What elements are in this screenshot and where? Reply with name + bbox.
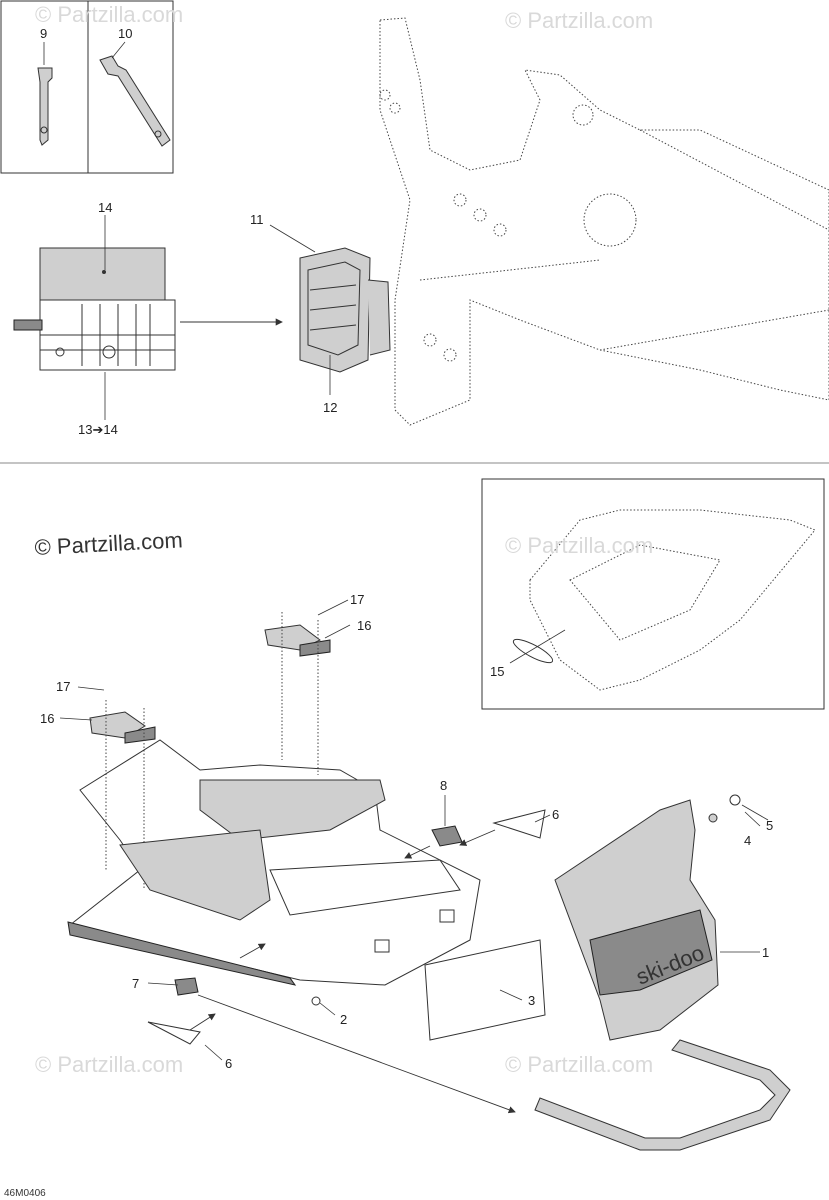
- watermark-4: © Partzilla.com: [34, 527, 183, 560]
- chassis-bottom: [67, 739, 481, 986]
- callout-15: 15: [490, 664, 504, 679]
- wrench-tool-9: [37, 67, 53, 146]
- arrow-6: [459, 829, 496, 846]
- rivet-2: [311, 996, 321, 1006]
- watermark-2: © Partzilla.com: [505, 8, 653, 33]
- rivet-4: [708, 813, 718, 823]
- arrow-frame: [239, 943, 266, 959]
- tool-holder-11: [299, 247, 391, 373]
- assembly-guides: [105, 612, 319, 890]
- spanner-tool-10: [99, 55, 171, 147]
- hood-inset-box: [481, 478, 825, 710]
- callout-8: 8: [440, 778, 447, 793]
- tool-kit-14: [13, 247, 176, 371]
- callout-16-upper: 16: [357, 618, 371, 633]
- leader-lines: [43, 41, 769, 1061]
- arrow-to-bumper: [197, 994, 516, 1114]
- plate-3: [424, 939, 546, 1041]
- callout-17-upper: 17: [350, 592, 364, 607]
- callout-6-upper: 6: [552, 807, 559, 822]
- diagram-code: 46M0406: [4, 1188, 46, 1199]
- callout-14: 14: [98, 200, 112, 215]
- callout-17-lower: 17: [56, 679, 70, 694]
- chassis-frame-top: [379, 17, 829, 426]
- tool-inset-box: [0, 0, 174, 174]
- arrow-6-lower: [189, 1013, 216, 1031]
- watermark-3: © Partzilla.com: [505, 533, 653, 558]
- reflector-6-lower: [147, 1021, 201, 1045]
- callout-6-lower: 6: [225, 1056, 232, 1071]
- callout-13-14: 13➔14: [78, 422, 118, 437]
- rubber-strip-15: [512, 638, 554, 664]
- callout-11: 11: [250, 212, 264, 227]
- callout-4: 4: [744, 833, 751, 848]
- reflector-6-upper: [492, 809, 546, 839]
- watermark-1: © Partzilla.com: [35, 2, 183, 27]
- callout-3: 3: [528, 993, 535, 1008]
- watermark-6: © Partzilla.com: [505, 1052, 653, 1077]
- callout-16-lower: 16: [40, 711, 54, 726]
- callout-5: 5: [766, 818, 773, 833]
- grommet-8: [431, 825, 463, 847]
- callout-2: 2: [340, 1012, 347, 1027]
- callout-12: 12: [323, 400, 337, 415]
- callout-7: 7: [132, 976, 139, 991]
- bracket-16-lower: [89, 711, 156, 744]
- callout-1: 1: [762, 945, 769, 960]
- callout-10: 10: [118, 26, 132, 41]
- callout-9: 9: [40, 26, 47, 41]
- arrow-8: [404, 845, 431, 859]
- watermark-5: © Partzilla.com: [35, 1052, 183, 1077]
- bracket-16-upper: [264, 624, 331, 657]
- grommet-7: [174, 977, 199, 996]
- rear-bumper: [534, 1039, 791, 1151]
- snowflap-1: ski-doo: [554, 799, 719, 1041]
- cap-5: [729, 794, 741, 806]
